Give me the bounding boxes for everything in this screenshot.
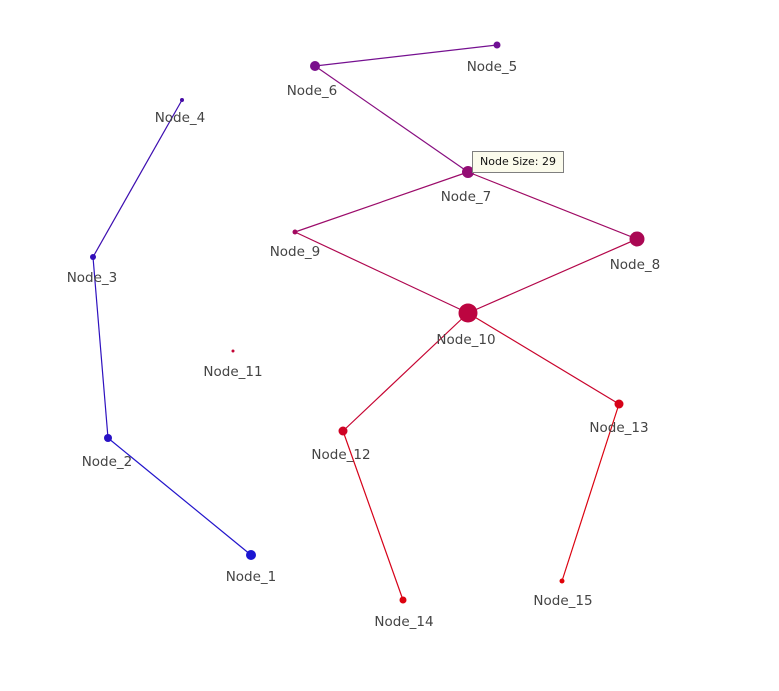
edge-Node_6-Node_5 bbox=[314, 44, 498, 67]
graph-node-Node_1[interactable] bbox=[246, 550, 256, 560]
node-label-Node_4: Node_4 bbox=[155, 110, 206, 126]
node-label-Node_5: Node_5 bbox=[467, 59, 518, 75]
graph-node-Node_6[interactable] bbox=[310, 61, 320, 71]
graph-node-Node_2[interactable] bbox=[104, 434, 112, 442]
edge-Node_10-Node_12 bbox=[342, 312, 469, 432]
edge-Node_2-Node_1 bbox=[107, 437, 252, 556]
node-label-Node_3: Node_3 bbox=[67, 270, 118, 286]
graph-node-Node_4[interactable] bbox=[180, 98, 184, 102]
edge-Node_10-Node_13 bbox=[467, 312, 620, 405]
graph-node-Node_15[interactable] bbox=[559, 578, 565, 584]
edge-Node_9-Node_10 bbox=[294, 231, 469, 314]
edge-Node_8-Node_10 bbox=[467, 238, 638, 314]
edge-Node_7-Node_8 bbox=[467, 171, 638, 240]
graph-node-Node_8[interactable] bbox=[629, 231, 645, 247]
node-label-Node_8: Node_8 bbox=[610, 257, 661, 273]
graph-node-Node_14[interactable] bbox=[399, 596, 407, 604]
edge-Node_13-Node_15 bbox=[561, 403, 620, 582]
node-label-Node_13: Node_13 bbox=[589, 420, 648, 436]
node-label-Node_6: Node_6 bbox=[287, 83, 338, 99]
node-label-Node_15: Node_15 bbox=[533, 593, 592, 609]
node-label-Node_12: Node_12 bbox=[311, 447, 370, 463]
graph-node-Node_13[interactable] bbox=[614, 399, 624, 409]
edge-Node_3-Node_2 bbox=[92, 256, 109, 439]
node-label-Node_7: Node_7 bbox=[441, 189, 492, 205]
graph-node-Node_3[interactable] bbox=[90, 254, 96, 260]
node-label-Node_1: Node_1 bbox=[226, 569, 277, 585]
node-size-tooltip: Node Size: 29 bbox=[472, 151, 564, 173]
node-label-Node_14: Node_14 bbox=[374, 614, 433, 630]
node-label-Node_9: Node_9 bbox=[270, 244, 321, 260]
node-label-Node_10: Node_10 bbox=[436, 332, 495, 348]
graph-node-Node_10[interactable] bbox=[458, 303, 478, 323]
edge-Node_6-Node_7 bbox=[314, 65, 469, 173]
graph-node-Node_11[interactable] bbox=[231, 349, 235, 353]
graph-node-Node_12[interactable] bbox=[338, 426, 348, 436]
graph-node-Node_5[interactable] bbox=[493, 41, 501, 49]
graph-node-Node_7[interactable] bbox=[462, 166, 474, 178]
graph-node-Node_9[interactable] bbox=[292, 229, 298, 235]
edge-Node_7-Node_9 bbox=[294, 171, 469, 233]
edge-Node_4-Node_3 bbox=[92, 99, 183, 258]
edge-Node_12-Node_14 bbox=[342, 430, 404, 601]
node-label-Node_11: Node_11 bbox=[203, 364, 262, 380]
node-label-Node_2: Node_2 bbox=[82, 454, 133, 470]
